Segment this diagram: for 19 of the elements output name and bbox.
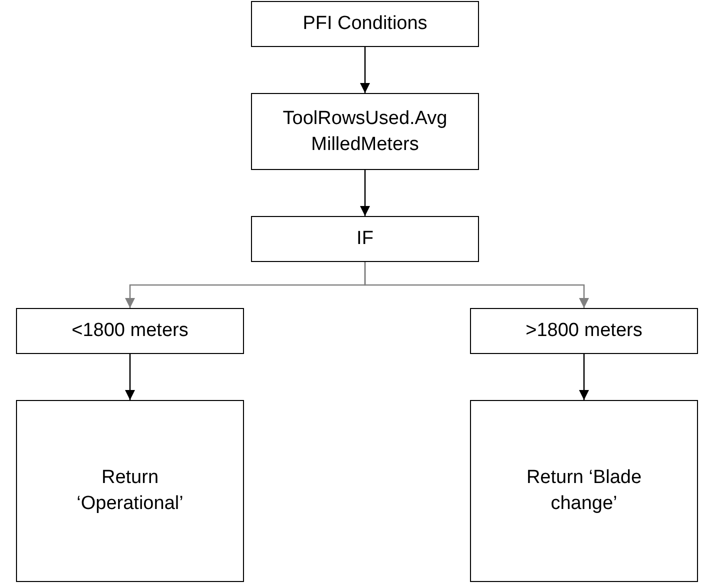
box-text: IF — [356, 227, 374, 251]
box-text: PFI Conditions — [302, 12, 428, 36]
box-text: Return ‘Blade change’ — [525, 466, 643, 516]
arrow — [360, 47, 370, 93]
arrow — [579, 354, 589, 400]
process-box — [470, 400, 698, 582]
process-box — [16, 308, 244, 354]
box-text: <1800 meters — [72, 319, 188, 343]
arrow — [125, 354, 135, 400]
process-box — [16, 400, 244, 582]
process-box — [251, 1, 479, 47]
process-box — [470, 308, 698, 354]
arrow — [364, 262, 589, 308]
process-box — [251, 216, 479, 262]
arrow — [360, 170, 370, 216]
box-text: ToolRowsUsed.Avg MilledMeters — [282, 106, 448, 156]
box-text: >1800 meters — [526, 319, 642, 343]
process-box — [251, 93, 479, 170]
box-text: Return ‘Operational’ — [76, 466, 184, 516]
